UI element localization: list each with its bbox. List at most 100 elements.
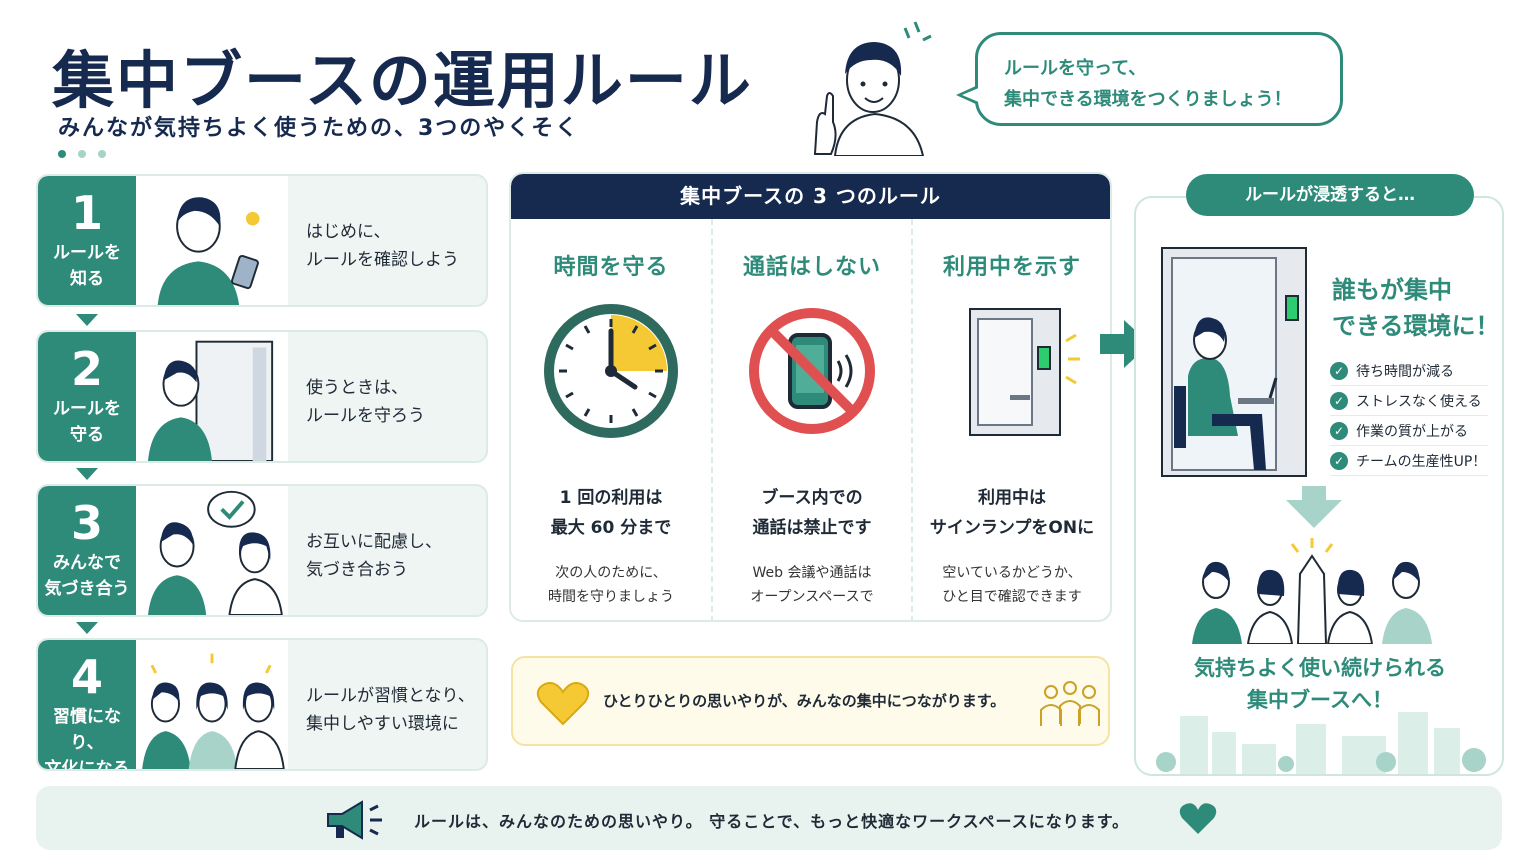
rule-main-line-1: 利用中は: [978, 488, 1046, 508]
step-title-line-2: 知る: [70, 269, 104, 289]
rule-time: 時間を守る 1 回の利用は 最大 60 分まで 次の人のために、 時間を守りまし…: [511, 219, 711, 620]
person-working-in-booth-illustration: [1161, 247, 1307, 477]
no-phone-icon: [749, 308, 875, 434]
rule-main-text: 1 回の利用は 最大 60 分まで: [511, 483, 711, 543]
step-text-line-1: はじめに、: [306, 222, 391, 242]
result-heading-line-2: できる環境に！: [1332, 312, 1500, 340]
step-number: 2: [70, 342, 103, 396]
speech-bubble: ルールを守って、 集中できる環境をつくりましょう！: [956, 32, 1343, 126]
two-people-talking-illustration: [136, 486, 288, 615]
person-reading-phone-illustration: [136, 176, 288, 305]
step-text-line-1: お互いに配慮し、: [306, 532, 442, 552]
note-text: ひとりひとりの思いやりが、みんなの集中につながります。: [603, 692, 1006, 710]
result-pill: ルールが浸透すると…: [1186, 174, 1474, 216]
booth-sign-lamp-icon: [969, 308, 1080, 436]
arrow-down-icon: [1286, 486, 1342, 528]
check-icon: ✓: [1330, 421, 1348, 440]
rule-main-line-2: サインランプをONに: [929, 518, 1095, 538]
step-text-line-2: ルールを確認しよう: [306, 250, 459, 270]
decorative-dots: [58, 150, 106, 158]
benefit-item: ✓ 待ち時間が減る: [1330, 356, 1488, 386]
benefit-text: チームの生産性UP！: [1356, 453, 1487, 470]
team-high-five-illustration: [1192, 538, 1432, 644]
rule-main-text: ブース内での 通話は禁止です: [713, 483, 911, 543]
step-text: ルールが習慣となり、 集中しやすい環境に: [306, 682, 475, 738]
result-heading-line-1: 誰もが集中: [1332, 276, 1452, 304]
step-title-line-1: ルールを: [53, 243, 121, 263]
heart-icon: [1179, 803, 1217, 834]
step-text-line-1: 使うときは、: [306, 378, 408, 398]
step-title-line-2: 文化になる: [44, 759, 130, 771]
city-skyline-illustration: [1156, 712, 1486, 774]
benefit-text: 作業の質が上がる: [1356, 423, 1468, 440]
rule-sub-text: 次の人のために、 時間を守りましょう: [511, 561, 711, 609]
rule-sub-text: Web 会議や通話は オープンスペースで: [713, 561, 911, 609]
rule-sub-line-2: オープンスペースで: [750, 589, 874, 605]
group-people-icon: [1040, 681, 1100, 726]
step-text-line-2: 集中しやすい環境に: [306, 714, 459, 734]
result-panel: [1134, 196, 1504, 776]
rule-main-line-1: ブース内での: [761, 488, 863, 508]
rule-main-line-2: 通話は禁止です: [752, 518, 872, 538]
step-text-line-1: ルールが習慣となり、: [306, 686, 475, 706]
heart-icon: [536, 682, 590, 726]
check-icon: ✓: [1330, 391, 1348, 410]
page-subtitle: みんなが気持ちよく使うための、3つのやくそく: [58, 116, 580, 141]
rule-main-text: 利用中は サインランプをONに: [913, 483, 1110, 543]
rules-panel: 集中ブースの 3 つのルール 時間を守る 1 回の利用は 最大 60 分まで 次…: [509, 172, 1112, 622]
check-icon: ✓: [1330, 451, 1348, 470]
step-title-line-2: 気づき合う: [44, 579, 130, 599]
speech-line-1: ルールを守って、: [1004, 58, 1147, 79]
step-title-line-2: 守る: [70, 425, 104, 445]
rule-title: 利用中を示す: [942, 255, 1081, 280]
rule-sub-line-1: Web 会議や通話は: [752, 565, 872, 581]
step-title-line-1: みんなで: [53, 553, 121, 573]
benefit-text: ストレスなく使える: [1356, 393, 1482, 410]
consideration-note: ひとりひとりの思いやりが、みんなの集中につながります。: [511, 656, 1110, 746]
step-arrow-icon: [76, 314, 98, 326]
benefit-item: ✓ 作業の質が上がる: [1330, 416, 1488, 446]
step-card-2: 2 ルールを 守る 使うときは、 ルールを守ろう: [36, 330, 488, 463]
step-badge-1: 1 ルールを 知る: [38, 176, 136, 305]
step-number: 3: [70, 496, 103, 550]
step-title-line-1: ルールを: [53, 399, 121, 419]
step-text-line-2: ルールを守ろう: [306, 406, 425, 426]
rule-sub-text: 空いているかどうか、 ひと目で確認できます: [913, 561, 1110, 609]
step-badge-2: 2 ルールを 守る: [38, 332, 136, 461]
rule-title: 通話はしない: [742, 255, 881, 280]
benefit-text: 待ち時間が減る: [1356, 363, 1454, 380]
step-badge-4: 4 習慣になり、 文化になる: [38, 640, 136, 769]
step-badge-3: 3 みんなで 気づき合う: [38, 486, 136, 615]
speech-line-2: 集中できる環境をつくりましょう！: [1004, 89, 1292, 110]
rule-no-calls: 通話はしない ブース内での 通話は禁止です Web 会議や通話は オープンスペー…: [711, 219, 911, 620]
three-people-clapping-illustration: [136, 640, 288, 769]
page-title: 集中ブースの運用ルール: [52, 44, 753, 117]
step-title-line-1: 習慣になり、: [53, 707, 121, 753]
step-arrow-icon: [76, 622, 98, 634]
benefit-item: ✓ ストレスなく使える: [1330, 386, 1488, 416]
rule-in-use: 利用中を示す 利用中は サインランプをONに 空いているかどうか、 ひと目で確認…: [911, 219, 1110, 620]
benefit-checklist: ✓ 待ち時間が減る ✓ ストレスなく使える ✓ 作業の質が上がる ✓ チームの生産性UP…: [1330, 356, 1488, 476]
rule-main-line-2: 最大 60 分まで: [550, 518, 672, 538]
result-footer-line-1: 気持ちよく使い続けられる: [1194, 656, 1446, 680]
step-number: 1: [70, 186, 103, 240]
step-text: 使うときは、 ルールを守ろう: [306, 374, 425, 430]
person-entering-booth-illustration: [136, 332, 288, 461]
clock-icon: [544, 304, 678, 438]
rule-sub-line-2: 時間を守りましょう: [548, 589, 674, 605]
footer-text: ルールは、みんなのための思いやり。 守ることで、もっと快適なワークスペースになり…: [414, 812, 1130, 831]
check-icon: ✓: [1330, 361, 1348, 380]
arrow-right-icon: [1100, 320, 1150, 368]
benefit-item: ✓ チームの生産性UP！: [1330, 446, 1488, 476]
result-heading: 誰もが集中 できる環境に！: [1332, 272, 1500, 344]
step-text: お互いに配慮し、 気づき合おう: [306, 528, 442, 584]
rule-sub-line-2: ひと目で確認できます: [942, 589, 1082, 605]
step-arrow-icon: [76, 468, 98, 480]
step-card-4: 4 習慣になり、 文化になる ルールが習慣となり、 集中しやすい環境に: [36, 638, 488, 771]
step-text-line-2: 気づき合おう: [306, 560, 408, 580]
rule-main-line-1: 1 回の利用は: [559, 488, 663, 508]
mascot-pointing-illustration: [813, 21, 932, 156]
footer-banner: ルールは、みんなのための思いやり。 守ることで、もっと快適なワークスペースになり…: [36, 786, 1502, 850]
rule-title: 時間を守る: [553, 255, 669, 280]
rule-sub-line-1: 次の人のために、: [555, 565, 667, 581]
